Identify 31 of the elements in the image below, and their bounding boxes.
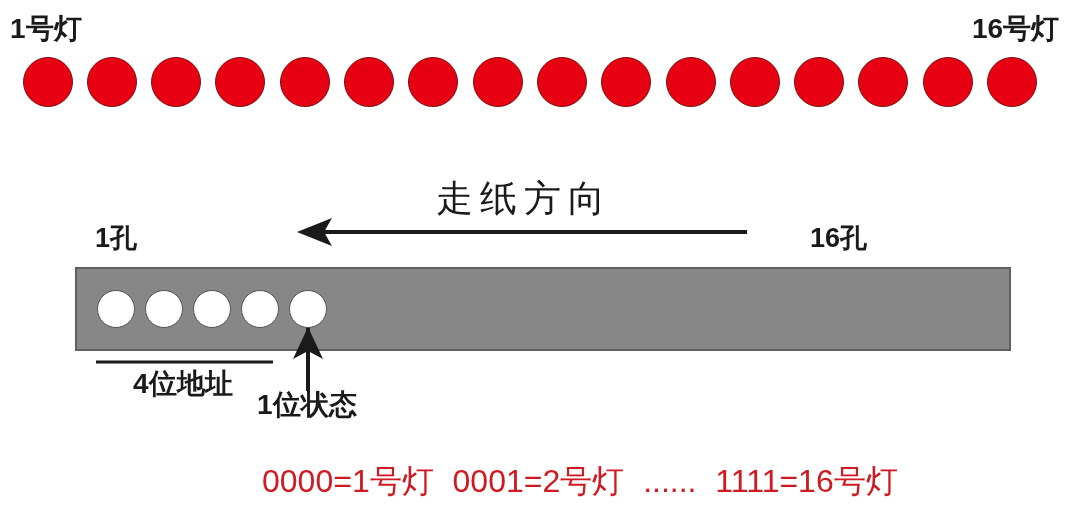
lamp-circle <box>601 57 652 107</box>
lamp-circle <box>794 57 845 107</box>
lamp-circle <box>987 57 1037 107</box>
direction-label: 走纸方向 <box>436 180 612 217</box>
punched-hole <box>193 290 231 328</box>
punched-hole <box>241 290 279 328</box>
leader-arrow <box>293 327 323 391</box>
lamp-label: 16号灯 <box>972 15 1060 43</box>
lamp-circle <box>344 57 394 107</box>
bit-label: 1位状态 <box>257 391 357 419</box>
lamp-circle <box>472 57 523 107</box>
lamp-circle <box>858 57 909 107</box>
paper-strip <box>75 267 1011 351</box>
lamp-circle <box>408 57 459 107</box>
punched-hole <box>97 290 135 328</box>
punched-hole <box>145 290 183 328</box>
lamp-circle <box>22 57 73 107</box>
lamp-circle <box>922 57 973 107</box>
lamp-circle <box>665 57 716 107</box>
lamp-circle <box>279 57 330 107</box>
lamp-circle <box>729 57 780 107</box>
hole-label: 1孔 <box>95 225 138 252</box>
hole-label: 16孔 <box>810 225 868 252</box>
lamp-circle <box>151 57 202 107</box>
bracket-label: 4位地址 <box>133 370 233 398</box>
lamp-circle <box>86 57 137 107</box>
punched-hole <box>289 290 327 328</box>
mapping-note: 0000=1号灯 0001=2号灯 ...... 1111=16号灯 <box>262 465 898 497</box>
lamp-circle <box>215 57 266 107</box>
lamp-label: 1号灯 <box>10 15 82 43</box>
lamp-circle <box>536 57 587 107</box>
